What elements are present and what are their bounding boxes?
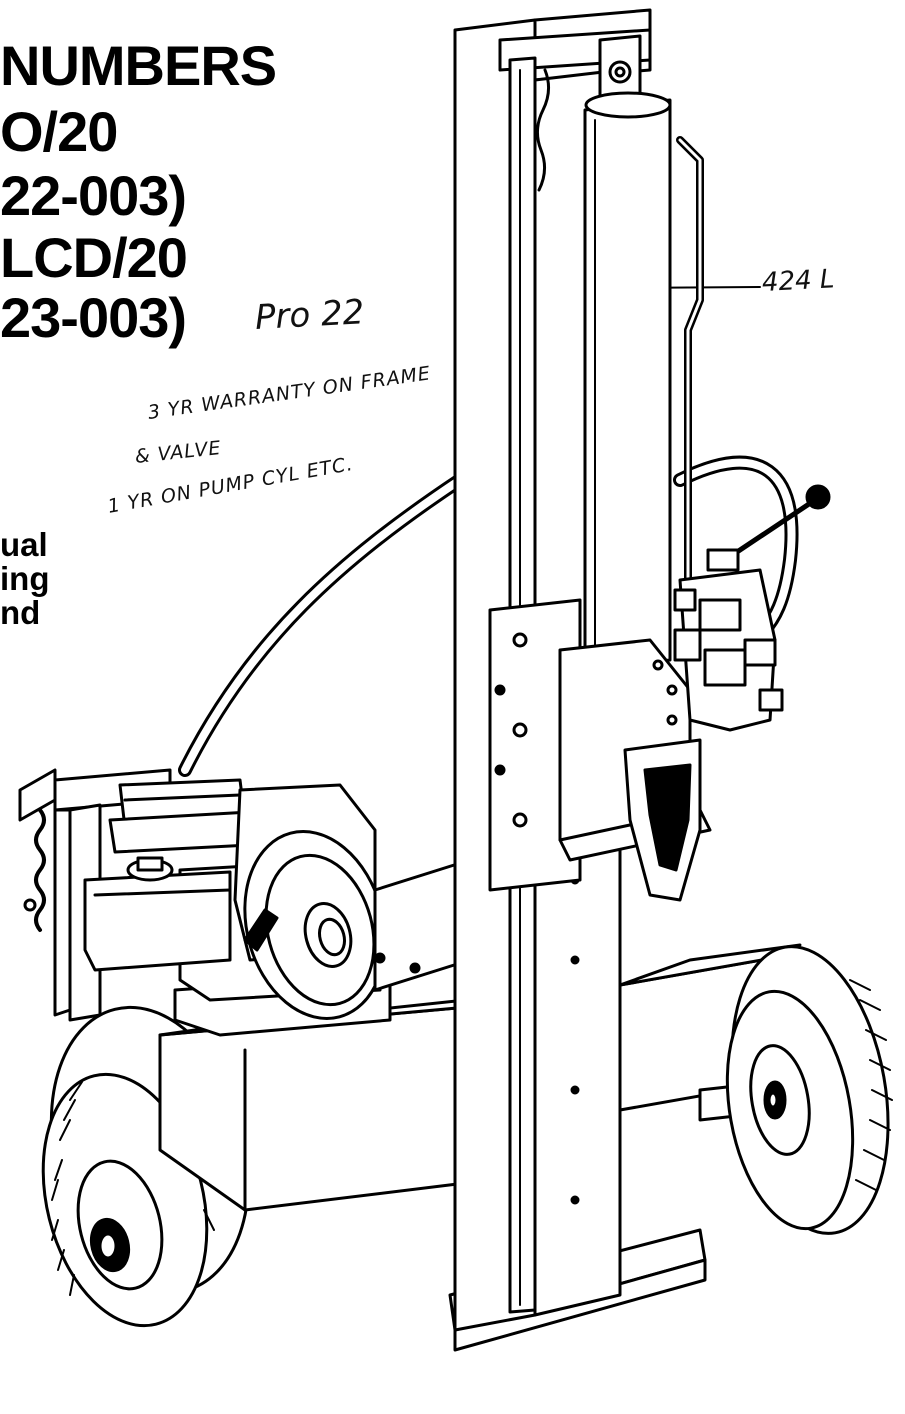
side-text-line-1: ual [0,526,48,563]
handwritten-model-note: Pro 22 [253,292,366,338]
side-text-line-3: nd [0,594,41,631]
hydraulic-hose [185,140,792,770]
engine [85,780,470,1035]
header-line-5: 23-003) [0,286,187,349]
handwritten-margin-note: 424 L [761,264,836,298]
hydraulic-cylinder [585,93,670,670]
header-line-3: 22-003) [0,164,187,227]
header-line-1: NUMBERS [0,34,277,97]
splitting-wedge [490,600,710,900]
header-line-4: LCD/20 [0,226,188,289]
right-wheel [710,934,905,1246]
header-line-2: O/20 [0,100,118,163]
side-text-line-2: ing [0,560,50,597]
control-valve [675,486,829,730]
